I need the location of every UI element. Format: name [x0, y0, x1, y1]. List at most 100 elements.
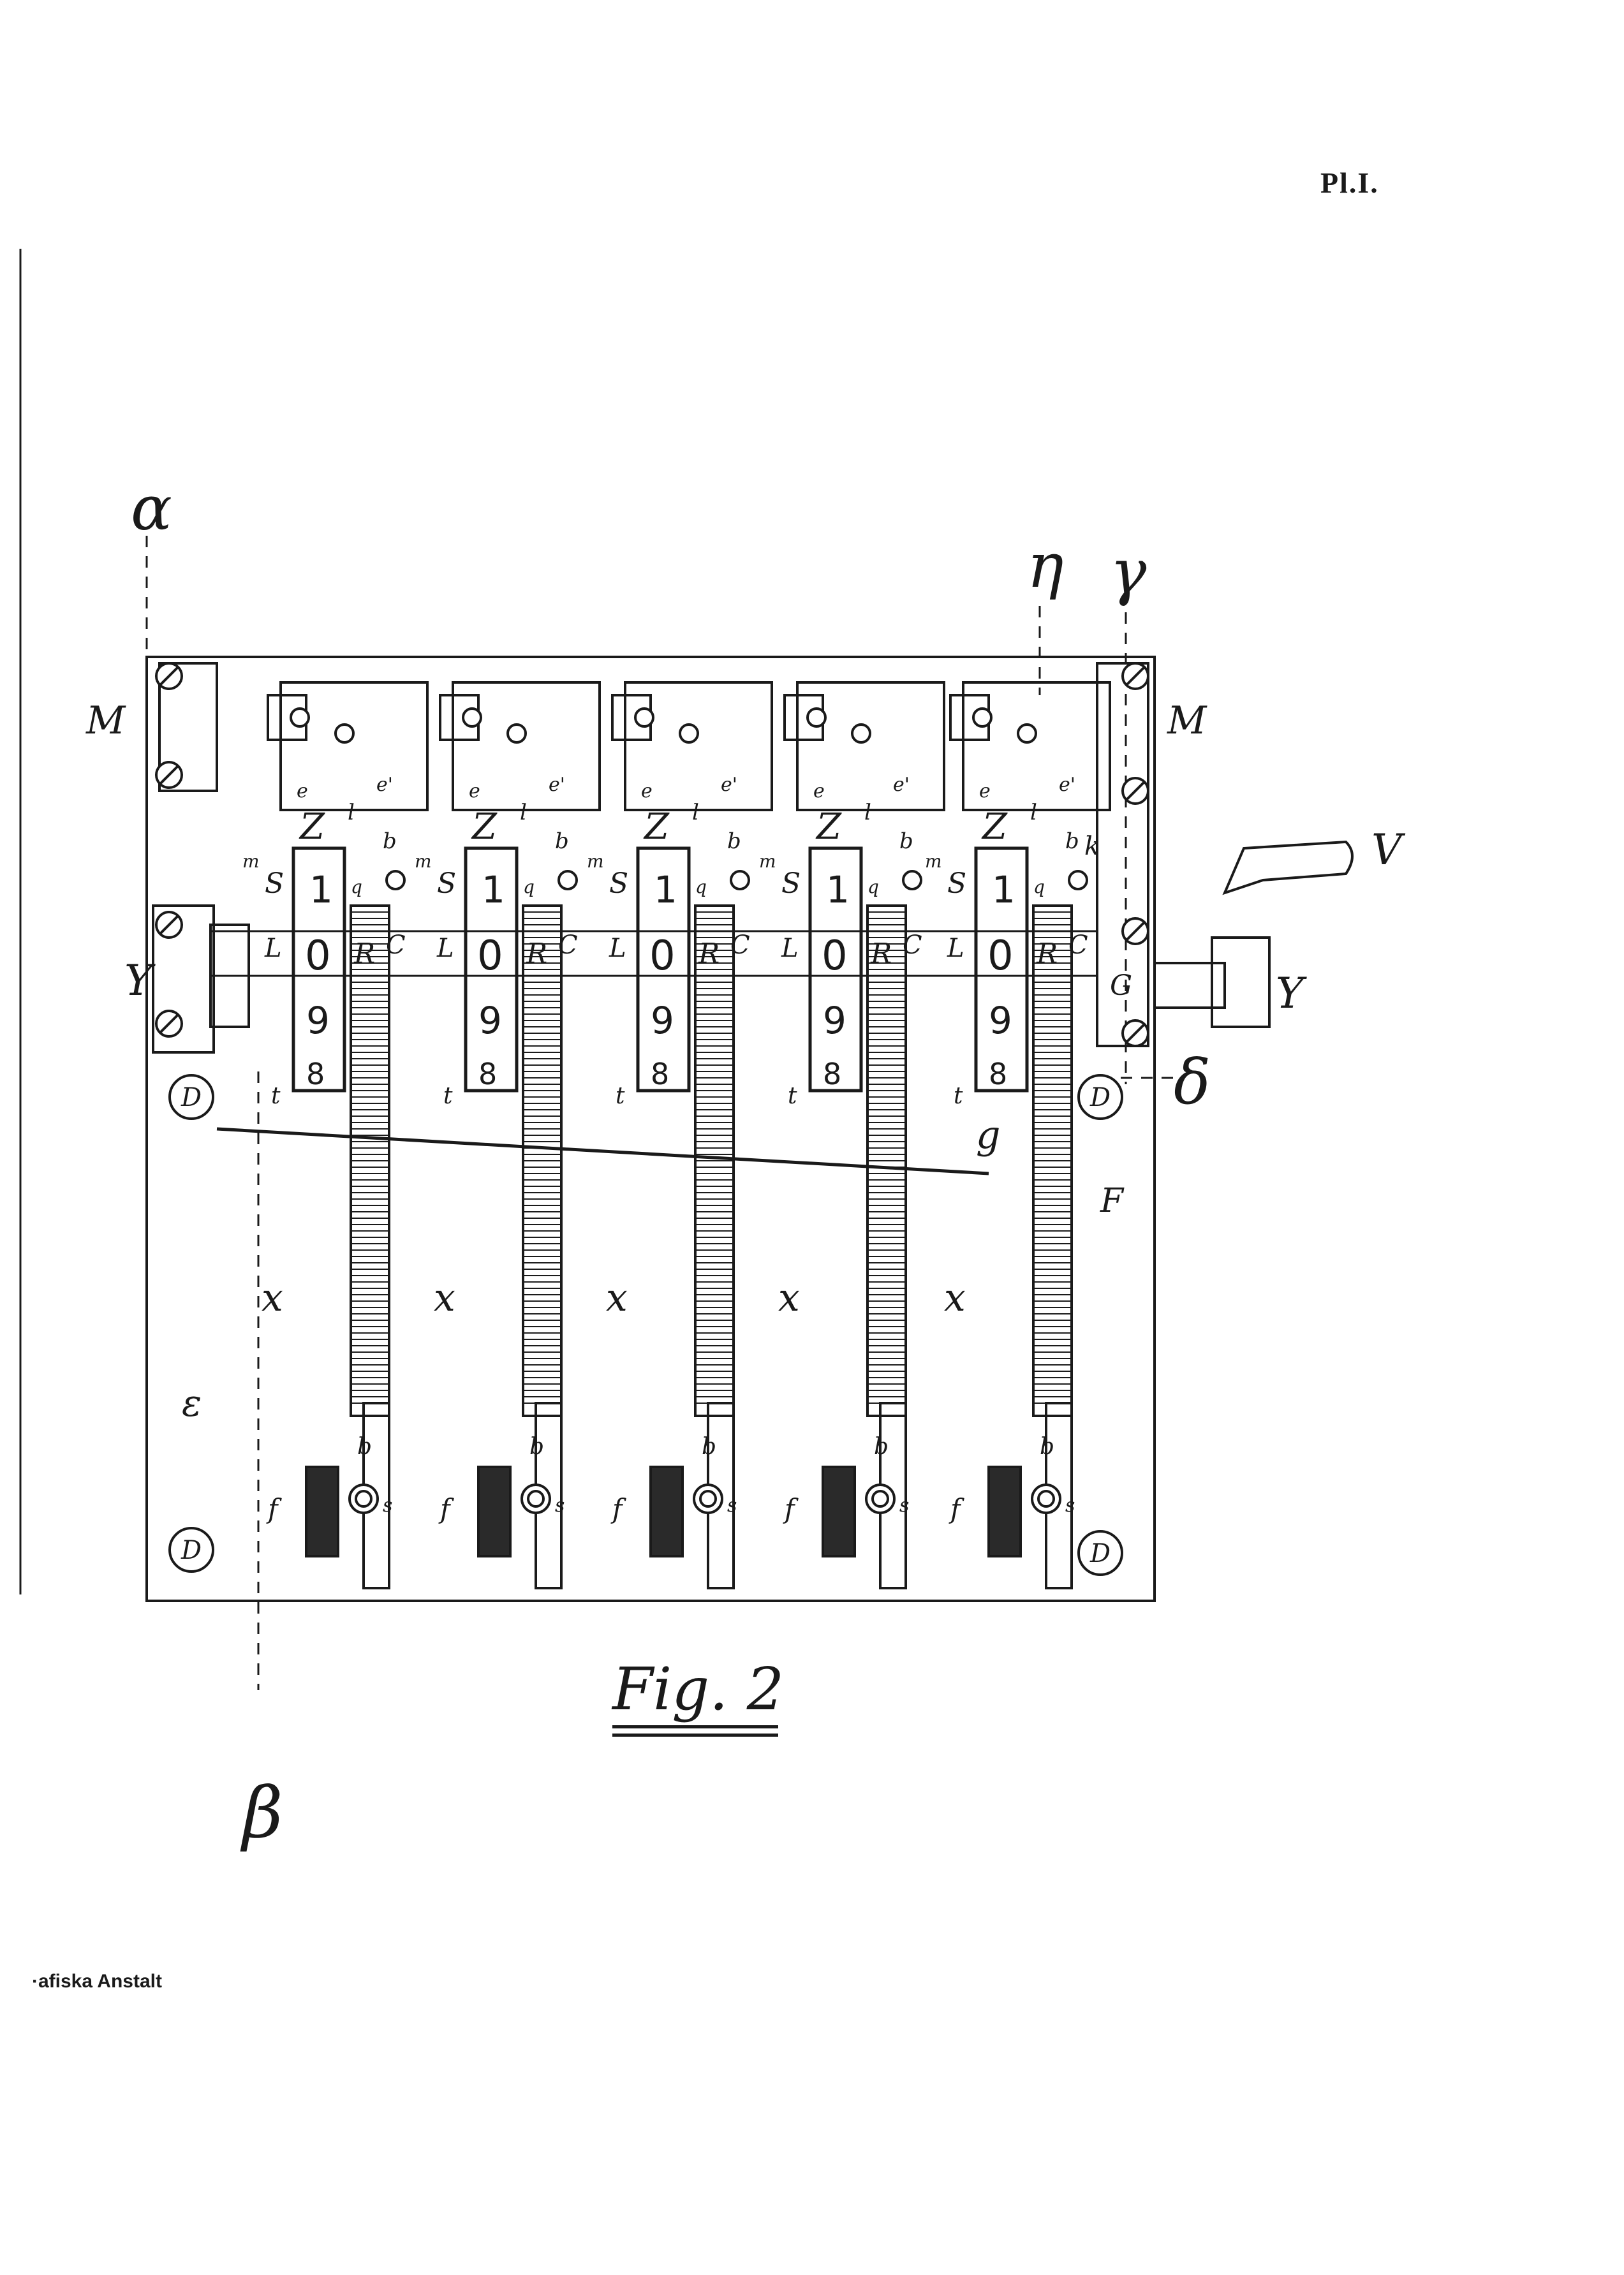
section-mark-gamma: γ	[1110, 536, 1147, 608]
number-wheel	[974, 846, 1029, 1093]
label-l: l	[1030, 800, 1037, 825]
label-l: l	[864, 800, 871, 825]
label-D: D	[181, 1083, 202, 1112]
label-e-prime: e'	[721, 774, 737, 796]
gear-housing	[452, 681, 601, 811]
digit: 0	[305, 932, 331, 980]
spring	[987, 1466, 1022, 1557]
label-D: D	[181, 1536, 202, 1565]
label-Z: Z	[299, 806, 325, 848]
label-S: S	[437, 867, 456, 900]
label-F: F	[1100, 1182, 1125, 1220]
gear-housing	[796, 681, 945, 811]
spring	[477, 1466, 512, 1557]
digit: 8	[651, 1057, 669, 1091]
label-e: e	[813, 780, 825, 802]
screw	[851, 723, 871, 744]
label-l: l	[348, 800, 355, 825]
label-s: s	[899, 1494, 909, 1517]
mounting-hole-D	[168, 1074, 214, 1120]
label-s: s	[727, 1494, 737, 1517]
screw-slot	[1125, 1023, 1146, 1043]
figure-caption: Fig. 2	[612, 1655, 785, 1723]
label-R: R	[1036, 938, 1058, 970]
label-D: D	[1089, 1083, 1111, 1112]
digit: 0	[649, 932, 675, 980]
label-t: t	[616, 1083, 625, 1109]
label-b-small: b	[555, 828, 569, 854]
label-q: q	[1033, 876, 1045, 897]
label-b: b	[357, 1434, 372, 1460]
toothed-rack	[866, 904, 907, 1417]
label-x: x	[778, 1276, 800, 1320]
label-L: L	[436, 934, 454, 963]
label-t: t	[788, 1083, 797, 1109]
digit: 1	[309, 868, 333, 911]
label-Z: Z	[471, 806, 498, 848]
label-b: b	[529, 1434, 544, 1460]
label-C: C	[386, 931, 406, 960]
label-e: e	[469, 780, 480, 802]
section-mark-delta: δ	[1174, 1047, 1211, 1118]
label-R: R	[353, 938, 375, 970]
label-C: C	[903, 931, 922, 960]
label-t: t	[954, 1083, 963, 1109]
screw	[290, 707, 310, 728]
digit: 8	[306, 1057, 325, 1091]
label-Y-left: Y	[124, 956, 156, 1005]
label-s: s	[1065, 1494, 1075, 1517]
label-m: m	[242, 851, 260, 872]
screw-slot	[159, 1013, 179, 1034]
digit: 9	[651, 999, 674, 1042]
label-R: R	[698, 938, 720, 970]
toothed-rack	[1032, 904, 1073, 1417]
label-M-left: M	[85, 698, 126, 743]
label-q: q	[695, 876, 707, 897]
mounting-hole-D	[1077, 1530, 1123, 1576]
label-L: L	[781, 934, 799, 963]
section-mark-alpha: α	[131, 473, 172, 544]
digit: 1	[826, 868, 850, 911]
toothed-rack	[350, 904, 390, 1417]
caption-underline	[612, 1734, 778, 1737]
label-x: x	[944, 1276, 966, 1320]
label-b: b	[702, 1434, 716, 1460]
section-mark-eta: η	[1027, 530, 1064, 601]
label-e: e	[297, 780, 308, 802]
mounting-hole-D	[168, 1527, 214, 1573]
gear-housing	[279, 681, 429, 811]
digit: 0	[822, 932, 848, 980]
spring	[822, 1466, 856, 1557]
digit: 8	[989, 1057, 1007, 1091]
label-Z: Z	[643, 806, 670, 848]
screw	[506, 723, 527, 744]
screw	[806, 707, 827, 728]
label-S: S	[947, 867, 966, 900]
label-t: t	[443, 1083, 453, 1109]
label-e-prime: e'	[893, 774, 910, 796]
screw	[334, 723, 355, 744]
label-q: q	[523, 876, 535, 897]
label-G: G	[1110, 969, 1132, 1002]
label-b: b	[874, 1434, 889, 1460]
screw	[634, 707, 654, 728]
number-wheel	[464, 846, 519, 1093]
label-epsilon: ε	[182, 1381, 202, 1425]
label-x: x	[434, 1276, 455, 1320]
label-C: C	[730, 931, 750, 960]
digit: 9	[478, 999, 502, 1042]
label-C: C	[1068, 931, 1088, 960]
wheel-s-hub	[355, 1490, 373, 1508]
label-b-small: b	[383, 828, 397, 854]
label-S: S	[265, 867, 284, 900]
label-f: f	[266, 1493, 282, 1524]
screw	[385, 870, 406, 890]
label-m: m	[415, 851, 432, 872]
screw	[679, 723, 699, 744]
screw	[902, 870, 922, 890]
digit: 9	[823, 999, 846, 1042]
printer-imprint: ·afiska Anstalt	[32, 1971, 162, 1992]
digit: 0	[477, 932, 503, 980]
label-f: f	[610, 1493, 626, 1524]
screw	[1017, 723, 1037, 744]
